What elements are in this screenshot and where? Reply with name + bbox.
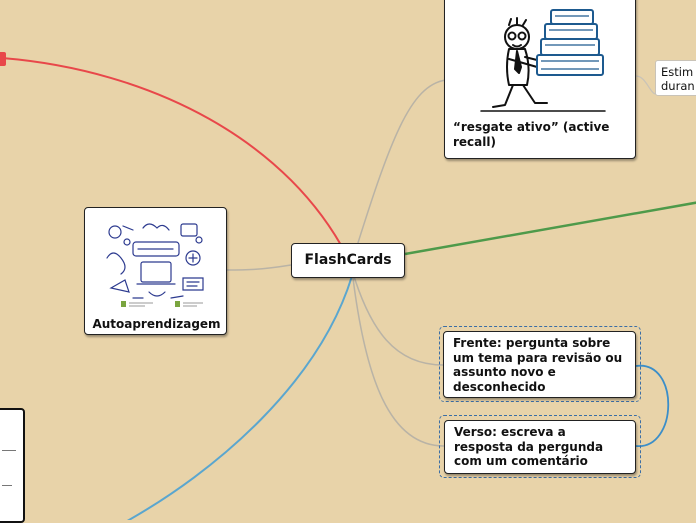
central-topic[interactable]: FlashCards	[291, 243, 405, 278]
branch-to-auto	[226, 264, 292, 271]
selection-outline	[439, 326, 641, 402]
person-carrying-books-illustration	[480, 9, 606, 112]
collapsed-branch-marker[interactable]	[0, 52, 6, 66]
topic-label-line: duran	[661, 79, 695, 93]
topic-frente[interactable]: Frente: pergunta sobre um tema para revi…	[443, 331, 636, 398]
branch-to-verso	[351, 269, 445, 447]
topic-estim-partial[interactable]: Estim duran	[655, 60, 696, 96]
branch-green	[404, 201, 696, 256]
branch-to-frente	[351, 269, 444, 366]
topic-resgate-ativo[interactable]: “resgate ativo” (active recall)	[444, 0, 636, 159]
topic-label: Frente: pergunta sobre um tema para revi…	[453, 336, 623, 394]
text-fragment	[2, 450, 16, 451]
topic-label: Verso: escreva a resposta da pergunda co…	[454, 425, 604, 468]
branch-to-resgate	[351, 79, 447, 263]
central-topic-label: FlashCards	[304, 252, 392, 269]
branch-to-estim	[635, 75, 657, 95]
text-fragment	[2, 485, 12, 486]
relationship-frente-verso	[635, 365, 670, 447]
topic-label-line: Estim	[661, 65, 694, 79]
self-learning-doodle-illustration	[106, 223, 204, 307]
offscreen-node[interactable]	[0, 408, 25, 523]
branch-red	[1, 57, 351, 263]
topic-label: “resgate ativo” (active recall)	[453, 120, 610, 149]
branch-blue	[126, 275, 353, 520]
topic-verso[interactable]: Verso: escreva a resposta da pergunda co…	[444, 420, 636, 474]
topic-label: Autoaprendizagem	[92, 317, 221, 331]
selection-outline	[439, 415, 641, 478]
topic-autoaprendizagem[interactable]: Autoaprendizagem	[84, 207, 227, 335]
